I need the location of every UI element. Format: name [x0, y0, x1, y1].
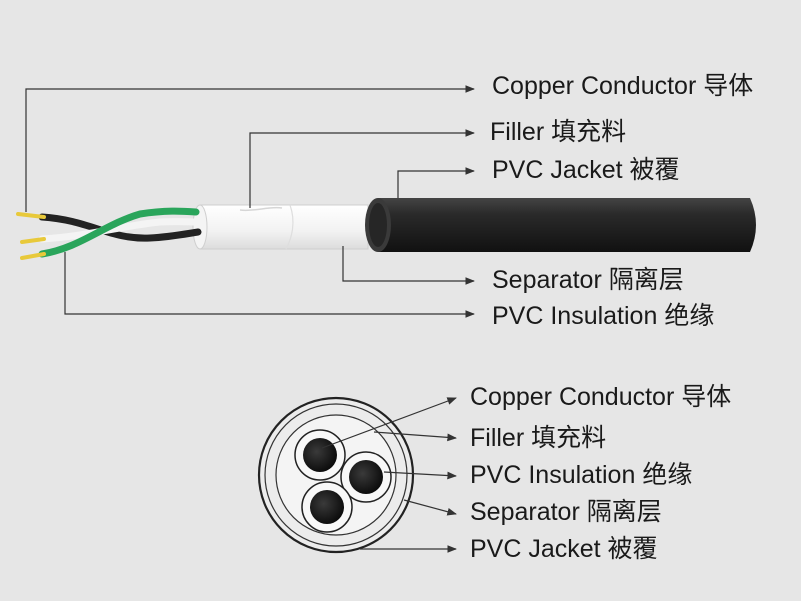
conductor-3 [310, 490, 344, 524]
leader-conductor [25, 85, 475, 212]
cs-leader-separator [403, 499, 457, 516]
separator-ring [264, 403, 408, 547]
label-cs-filler: Filler 填充料 [470, 424, 607, 452]
green-insulated-wire [38, 207, 200, 258]
label-cs-pvc-insulation: PVC Insulation 绝缘 [470, 461, 693, 489]
white-insulated-wire [38, 218, 202, 243]
cross-section-leaders [321, 397, 457, 553]
label-side-pvc-jacket: PVC Jacket 被覆 [492, 156, 680, 184]
conductor-1 [303, 438, 337, 472]
label-side-separator: Separator 隔离层 [492, 266, 684, 294]
leader-filler [249, 129, 475, 208]
label-side-pvc-insulation: PVC Insulation 绝缘 [492, 302, 715, 330]
label-side-copper-conductor: Copper Conductor 导体 [492, 72, 754, 100]
cs-leader-conductor [321, 397, 457, 449]
label-cs-pvc-jacket: PVC Jacket 被覆 [470, 535, 658, 563]
jacket-section [378, 198, 756, 252]
cs-leader-filler [373, 431, 457, 442]
conductor-2 [349, 460, 383, 494]
leader-separator [342, 246, 475, 285]
label-side-filler: Filler 填充料 [490, 118, 627, 146]
leader-insulation [64, 252, 475, 318]
cs-leader-insulation [383, 471, 457, 480]
separator-section [196, 204, 369, 250]
black-insulated-wire [38, 213, 202, 242]
side-view-leaders [25, 85, 475, 318]
separator-end [192, 204, 208, 250]
conductor-tip-3 [20, 252, 46, 260]
side-view-cable [16, 198, 756, 260]
conductor-tip-2 [20, 237, 46, 244]
leader-jacket [397, 167, 475, 198]
label-cs-copper-conductor: Copper Conductor 导体 [470, 383, 732, 411]
cross-section [257, 396, 415, 554]
conductor-tip-1 [16, 212, 46, 219]
label-cs-separator: Separator 隔离层 [470, 498, 662, 526]
